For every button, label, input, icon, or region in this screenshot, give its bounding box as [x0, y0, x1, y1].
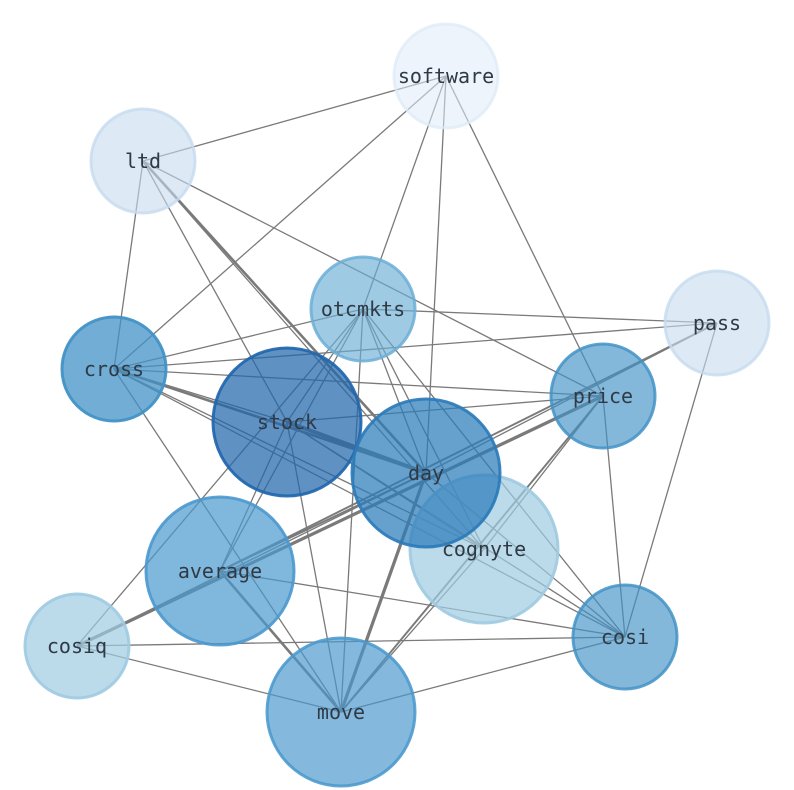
node-circle-stock — [211, 346, 363, 498]
node-day: day — [350, 397, 502, 549]
node-circle-day — [350, 397, 502, 549]
node-circle-pass — [663, 269, 771, 377]
node-circle-ltd — [89, 107, 197, 215]
node-label-ltd: ltd — [125, 149, 161, 173]
edge-otcmkts-pass — [362, 308, 718, 324]
node-label-cross: cross — [84, 357, 144, 381]
edge-cross-price — [113, 368, 604, 397]
node-circle-otcmkts — [309, 255, 417, 363]
node-circle-cosiq — [23, 592, 131, 700]
node-label-cosiq: cosiq — [47, 634, 107, 658]
node-circle-software — [392, 22, 500, 130]
node-circle-cross — [60, 315, 168, 423]
node-pass: pass — [663, 269, 771, 377]
edge-software-cross — [113, 75, 447, 370]
node-circle-cosi — [571, 583, 679, 691]
node-stock: stock — [211, 346, 363, 498]
node-cross: cross — [60, 315, 168, 423]
node-label-price: price — [573, 384, 633, 408]
node-circle-average — [144, 495, 296, 647]
node-label-day: day — [408, 461, 444, 485]
node-price: price — [549, 342, 657, 450]
edge-pass-cross — [113, 322, 718, 370]
node-circle-price — [549, 342, 657, 450]
node-ltd: ltd — [89, 107, 197, 215]
node-circle-move — [265, 636, 417, 788]
edge-software-price — [445, 75, 604, 397]
node-label-otcmkts: otcmkts — [321, 297, 405, 321]
nodes-layer: software ltd pass cosiq otcmkts cross price cos… — [23, 22, 771, 788]
node-label-software: software — [398, 64, 494, 88]
node-cosiq: cosiq — [23, 592, 131, 700]
node-cosi: cosi — [571, 583, 679, 691]
edge-pass-cosi — [624, 322, 718, 638]
node-label-average: average — [178, 559, 262, 583]
node-move: move — [265, 636, 417, 788]
node-otcmkts: otcmkts — [309, 255, 417, 363]
node-label-cosi: cosi — [601, 625, 649, 649]
node-average: average — [144, 495, 296, 647]
node-software: software — [392, 22, 500, 130]
node-label-move: move — [317, 700, 365, 724]
node-label-stock: stock — [257, 410, 317, 434]
node-label-pass: pass — [693, 311, 741, 335]
